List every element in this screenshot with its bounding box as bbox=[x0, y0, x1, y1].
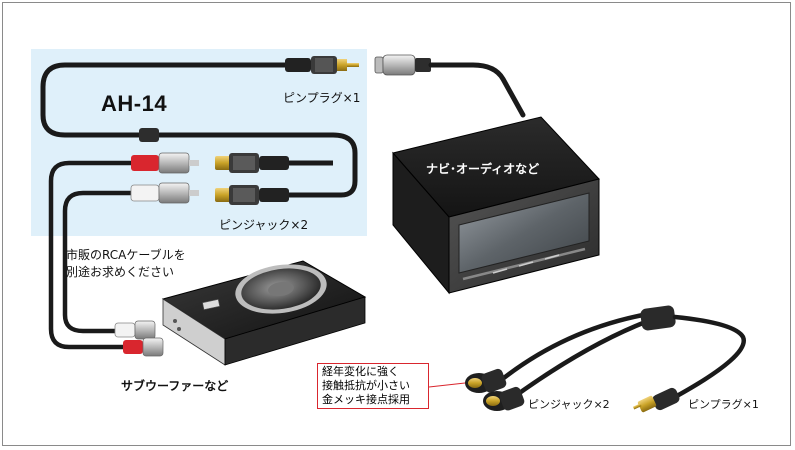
y-splitter-icon bbox=[640, 305, 676, 331]
connection-diagram bbox=[31, 49, 746, 413]
pin-plug-label: ピンプラグ×1 bbox=[283, 91, 361, 105]
rca-note-line-2: 別途お求めください bbox=[66, 265, 175, 279]
bottom-pin-plug-label: ピンプラグ×1 bbox=[688, 398, 759, 411]
rca-jack-pair-icon bbox=[215, 153, 289, 205]
rca-note: 市販のRCAケーブルを 別途お求めください bbox=[66, 247, 186, 281]
red-rca-plug-icon bbox=[131, 152, 199, 174]
model-label: AH-14 bbox=[101, 91, 168, 116]
white-rca-plug-icon bbox=[130, 182, 199, 204]
gold-rca-plug-icon bbox=[632, 387, 680, 413]
rca-plug-icon bbox=[285, 56, 359, 74]
navi-label: ナビ･オーディオなど bbox=[426, 162, 540, 176]
background-panel bbox=[31, 49, 367, 236]
gold-rca-jack-icon bbox=[465, 368, 507, 393]
diagram-frame: AH-14 ピンプラグ×1 ピンジャック×2 市販のRCAケーブルを 別途お求め… bbox=[2, 2, 791, 446]
rca-cable-red bbox=[48, 160, 134, 350]
navi-unit-icon bbox=[392, 116, 600, 295]
rca-cable-white bbox=[62, 190, 134, 334]
callout-line-2: 接触抵抗が小さい bbox=[322, 379, 410, 392]
navi-cable bbox=[428, 62, 526, 118]
subwoofer-rca-plugs-icon bbox=[114, 320, 164, 357]
splitter-block bbox=[139, 128, 159, 142]
rca-note-line-1: 市販のRCAケーブルを bbox=[66, 248, 186, 262]
callout-leader bbox=[428, 382, 466, 388]
callout-line-1: 経年変化に強く bbox=[322, 365, 399, 378]
navi-rca-jack-icon bbox=[374, 54, 431, 76]
subwoofer-icon bbox=[161, 260, 367, 366]
bottom-pin-jack-label: ピンジャック×2 bbox=[528, 398, 610, 411]
pin-jack-label: ピンジャック×2 bbox=[219, 218, 309, 232]
callout-line-3: 金メッキ接点採用 bbox=[322, 393, 410, 406]
y-cable-icon bbox=[465, 305, 746, 413]
main-cable bbox=[40, 62, 358, 198]
gold-contact-callout: 経年変化に強く 接触抵抗が小さい 金メッキ接点採用 bbox=[317, 363, 429, 409]
gold-rca-jack-icon bbox=[483, 386, 525, 411]
subwoofer-label: サブウーファーなど bbox=[121, 379, 229, 393]
